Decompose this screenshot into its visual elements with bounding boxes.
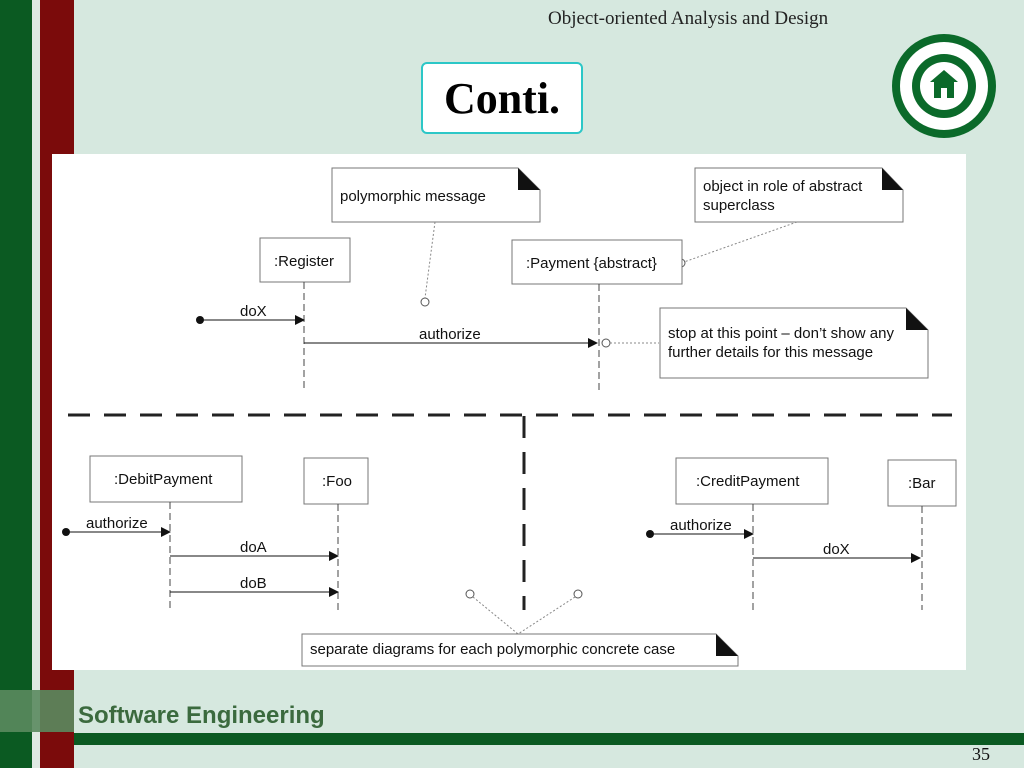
object-register-label: :Register	[274, 253, 334, 270]
note-connector	[472, 596, 519, 635]
message-dob-label: doB	[240, 575, 267, 592]
object-bar	[887, 459, 957, 507]
note-connector	[424, 221, 436, 299]
note-stop-text-1: stop at this point – don’t show any	[668, 325, 894, 342]
slide-title: Conti.	[443, 73, 561, 123]
note-abstract-text-1: object in role of abstract	[703, 178, 863, 195]
message-doa-label: doA	[240, 539, 267, 556]
note-anchor	[465, 589, 475, 599]
object-bar-label: :Bar	[908, 475, 936, 492]
object-payment	[511, 239, 683, 285]
note-connector	[683, 221, 798, 263]
object-debit-label: :DebitPayment	[114, 471, 213, 488]
note-polymorphic-message: polymorphic message	[331, 167, 541, 223]
object-foo-label: :Foo	[322, 473, 352, 490]
note-anchor	[601, 338, 611, 348]
object-payment-label: :Payment {abstract}	[526, 255, 657, 272]
note-abstract-superclass: object in role of abstract superclass	[694, 167, 904, 223]
message-dox-credit-label: doX	[823, 541, 850, 558]
left-green-bar	[0, 0, 32, 768]
object-credit-payment	[675, 457, 829, 505]
object-foo	[303, 457, 369, 505]
footer-label: Software Engineering	[78, 702, 325, 729]
note-separate-text: separate diagrams for each polymorphic c…	[310, 641, 675, 658]
message-authorize-label: authorize	[419, 326, 481, 343]
page-number: 35	[972, 744, 990, 764]
footer-rule	[74, 733, 1024, 745]
note-stop-text-2: further details for this message	[668, 344, 873, 361]
university-logo	[892, 34, 996, 138]
message-authorize-debit-label: authorize	[86, 515, 148, 532]
diagram-panel: polymorphic message object in role of ab…	[52, 154, 966, 670]
message-dox-label: doX	[240, 303, 267, 320]
footer-left-band	[0, 690, 74, 732]
note-stop-here: stop at this point – don’t show any furt…	[659, 307, 929, 379]
left-light-stripe	[32, 0, 40, 768]
object-credit-label: :CreditPayment	[696, 473, 800, 490]
sequence-diagram: polymorphic message object in role of ab…	[62, 167, 957, 667]
note-connector	[517, 596, 576, 635]
note-separate-diagrams: separate diagrams for each polymorphic c…	[301, 633, 739, 667]
note-abstract-text-2: superclass	[703, 197, 775, 214]
slide-title-box: Conti.	[421, 62, 583, 134]
object-register	[259, 237, 351, 283]
message-authorize-credit-label: authorize	[670, 517, 732, 534]
object-debit-payment	[89, 455, 243, 503]
note-anchor	[420, 297, 430, 307]
note-anchor	[573, 589, 583, 599]
course-title: Object-oriented Analysis and Design	[548, 8, 829, 29]
note-polymorphic-text: polymorphic message	[340, 188, 486, 205]
